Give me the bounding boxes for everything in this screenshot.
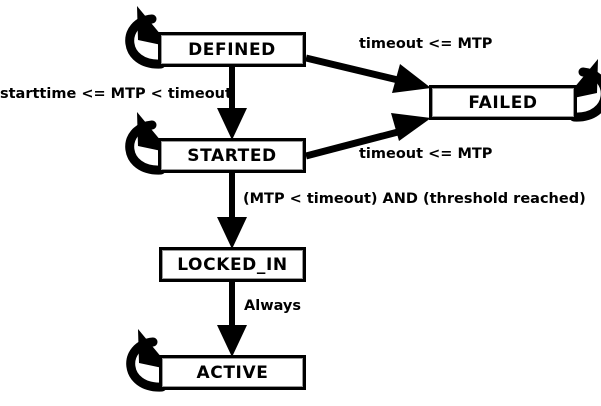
edge-started-to-failed xyxy=(305,113,431,160)
state-node-started[interactable]: STARTED xyxy=(158,138,306,173)
state-label-started: STARTED xyxy=(187,145,277,166)
state-label-defined: DEFINED xyxy=(188,39,276,60)
edge-label-defined-to-failed: timeout <= MTP xyxy=(359,36,493,52)
edge-label-defined-to-started: starttime <= MTP < timeout xyxy=(0,86,232,102)
state-label-locked-in: LOCKED_IN xyxy=(177,254,288,275)
edge-label-started-to-failed: timeout <= MTP xyxy=(359,146,493,162)
state-node-locked-in[interactable]: LOCKED_IN xyxy=(159,247,306,282)
edge-defined-to-failed xyxy=(305,54,431,93)
state-node-failed[interactable]: FAILED xyxy=(429,85,577,120)
edge-label-started-to-locked-in: (MTP < timeout) AND (threshold reached) xyxy=(243,191,586,207)
edge-defined-to-started xyxy=(217,67,247,140)
edge-started-to-locked-in xyxy=(217,173,247,249)
state-label-failed: FAILED xyxy=(468,92,538,113)
state-node-active[interactable]: ACTIVE xyxy=(159,355,306,390)
state-node-defined[interactable]: DEFINED xyxy=(158,32,306,67)
edge-label-locked-in-to-active: Always xyxy=(244,298,302,314)
edge-locked-in-to-active xyxy=(217,282,247,357)
state-label-active: ACTIVE xyxy=(196,362,269,383)
